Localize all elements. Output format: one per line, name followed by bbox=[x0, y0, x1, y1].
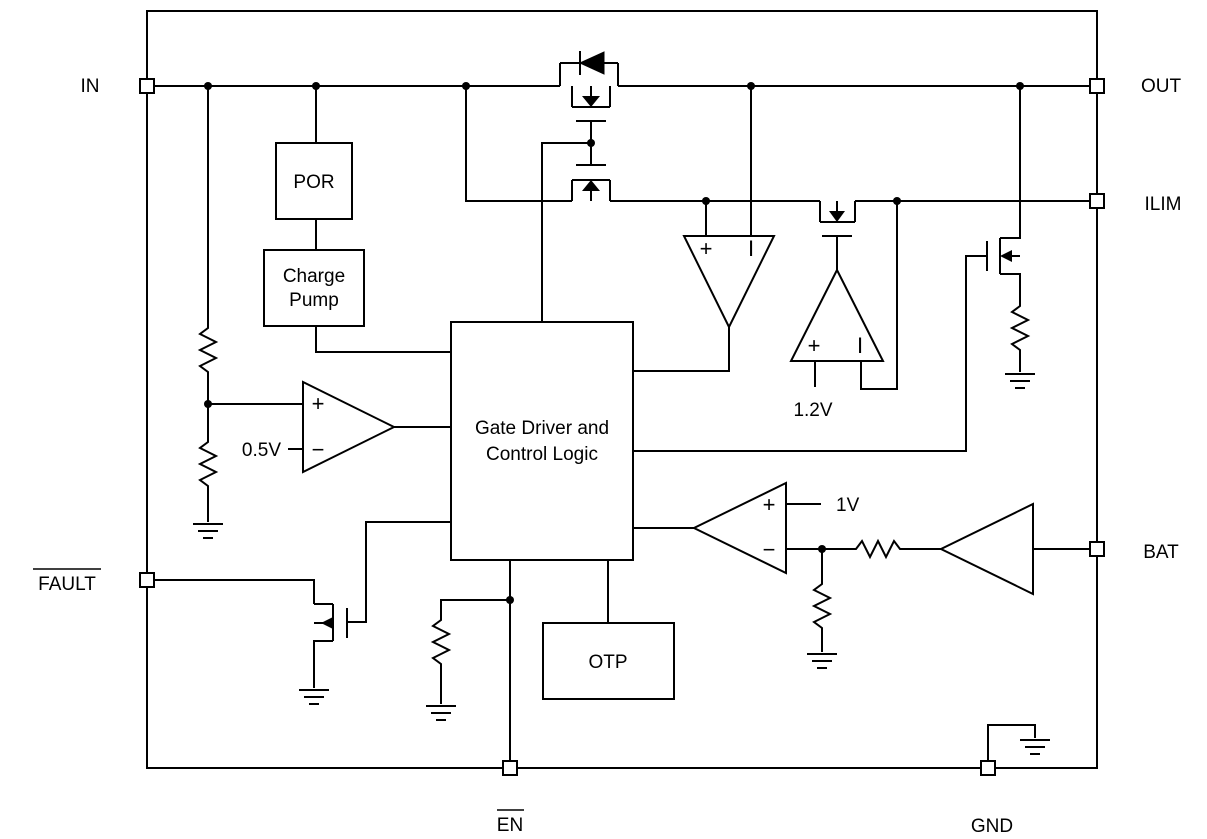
por-label: POR bbox=[293, 172, 334, 193]
charge-pump-label-line1: Charge bbox=[283, 266, 345, 287]
uvlo-minus-sign: − bbox=[312, 437, 325, 462]
pin-en bbox=[502, 760, 518, 776]
bat-comp-plus-sign: + bbox=[763, 492, 776, 517]
resistor-icon bbox=[197, 436, 219, 522]
gnd-wire bbox=[987, 724, 1036, 768]
ground-icon bbox=[1005, 373, 1035, 389]
bat-comp-minus-sign: − bbox=[763, 537, 776, 562]
charge-pump-block bbox=[263, 249, 365, 327]
discharge-mosfet-icon bbox=[633, 82, 1024, 452]
comp1-bar-sign: I bbox=[748, 236, 754, 261]
pin-out-label: OUT bbox=[1141, 76, 1182, 97]
sense-input-wire bbox=[465, 86, 572, 202]
otp-label: OTP bbox=[588, 652, 627, 673]
pin-gnd bbox=[980, 760, 996, 776]
comp2-plus-sign: + bbox=[808, 333, 821, 358]
junction-dot bbox=[462, 82, 470, 90]
resistor-icon bbox=[197, 322, 219, 436]
pin-bat bbox=[1089, 541, 1105, 557]
ref-1v-label: 1V bbox=[836, 495, 860, 516]
en-pulldown-wire bbox=[440, 599, 510, 614]
pin-out bbox=[1089, 78, 1105, 94]
gate-driver-label-line1: Gate Driver and bbox=[475, 418, 609, 439]
resistor-icon bbox=[1009, 300, 1031, 372]
resistor-icon bbox=[811, 578, 833, 652]
ground-icon bbox=[426, 705, 456, 721]
resistor-icon bbox=[822, 538, 906, 560]
pin-in-label: IN bbox=[81, 76, 100, 97]
sense-mosfet-icon bbox=[571, 164, 611, 201]
comparator-1v2-icon: + I bbox=[789, 201, 898, 390]
pin-bat-label: BAT bbox=[1143, 542, 1179, 563]
junction-dot bbox=[204, 82, 212, 90]
junction-dot bbox=[312, 82, 320, 90]
ground-icon bbox=[299, 689, 329, 705]
ground-icon bbox=[807, 653, 837, 669]
pin-fault-label: FAULT bbox=[38, 574, 96, 595]
ground-icon bbox=[1020, 739, 1050, 755]
comparator-out-ilim-icon: + I bbox=[633, 82, 776, 372]
fault-wire bbox=[147, 579, 315, 604]
uvlo-plus-sign: + bbox=[312, 391, 325, 416]
pin-gnd-label: GND bbox=[971, 816, 1013, 837]
body-diode-icon bbox=[559, 51, 619, 86]
pump-to-logic-wire bbox=[315, 326, 451, 353]
resistor-icon bbox=[430, 614, 452, 704]
pin-en-label: EN bbox=[497, 815, 523, 836]
gate-driver-label-line2: Control Logic bbox=[486, 444, 598, 465]
otp-block bbox=[542, 622, 675, 700]
ref-0v5-label: 0.5V bbox=[242, 440, 281, 461]
ref-1v2-label: 1.2V bbox=[793, 400, 832, 421]
charge-pump-label-line2: Pump bbox=[289, 290, 339, 311]
fault-mosfet-icon bbox=[313, 521, 451, 688]
ilim-mosfet-icon bbox=[819, 201, 856, 270]
ic-boundary bbox=[146, 10, 1098, 769]
gate-driver-block bbox=[450, 321, 634, 561]
pass-mosfet-icon bbox=[571, 86, 611, 165]
bat-comparator-icon bbox=[691, 481, 787, 575]
pin-ilim-label: ILIM bbox=[1145, 194, 1182, 215]
por-block bbox=[275, 142, 353, 220]
uvlo-comparator-icon bbox=[302, 380, 397, 474]
comp2-bar-sign: I bbox=[857, 333, 863, 358]
bat-buffer-icon bbox=[938, 502, 1034, 596]
comp1-plus-sign: + bbox=[700, 236, 713, 261]
pin-fault bbox=[139, 572, 155, 588]
pin-ilim bbox=[1089, 193, 1105, 209]
pin-in bbox=[139, 78, 155, 94]
ground-icon bbox=[193, 523, 223, 539]
gate-drive-wire bbox=[541, 142, 591, 322]
